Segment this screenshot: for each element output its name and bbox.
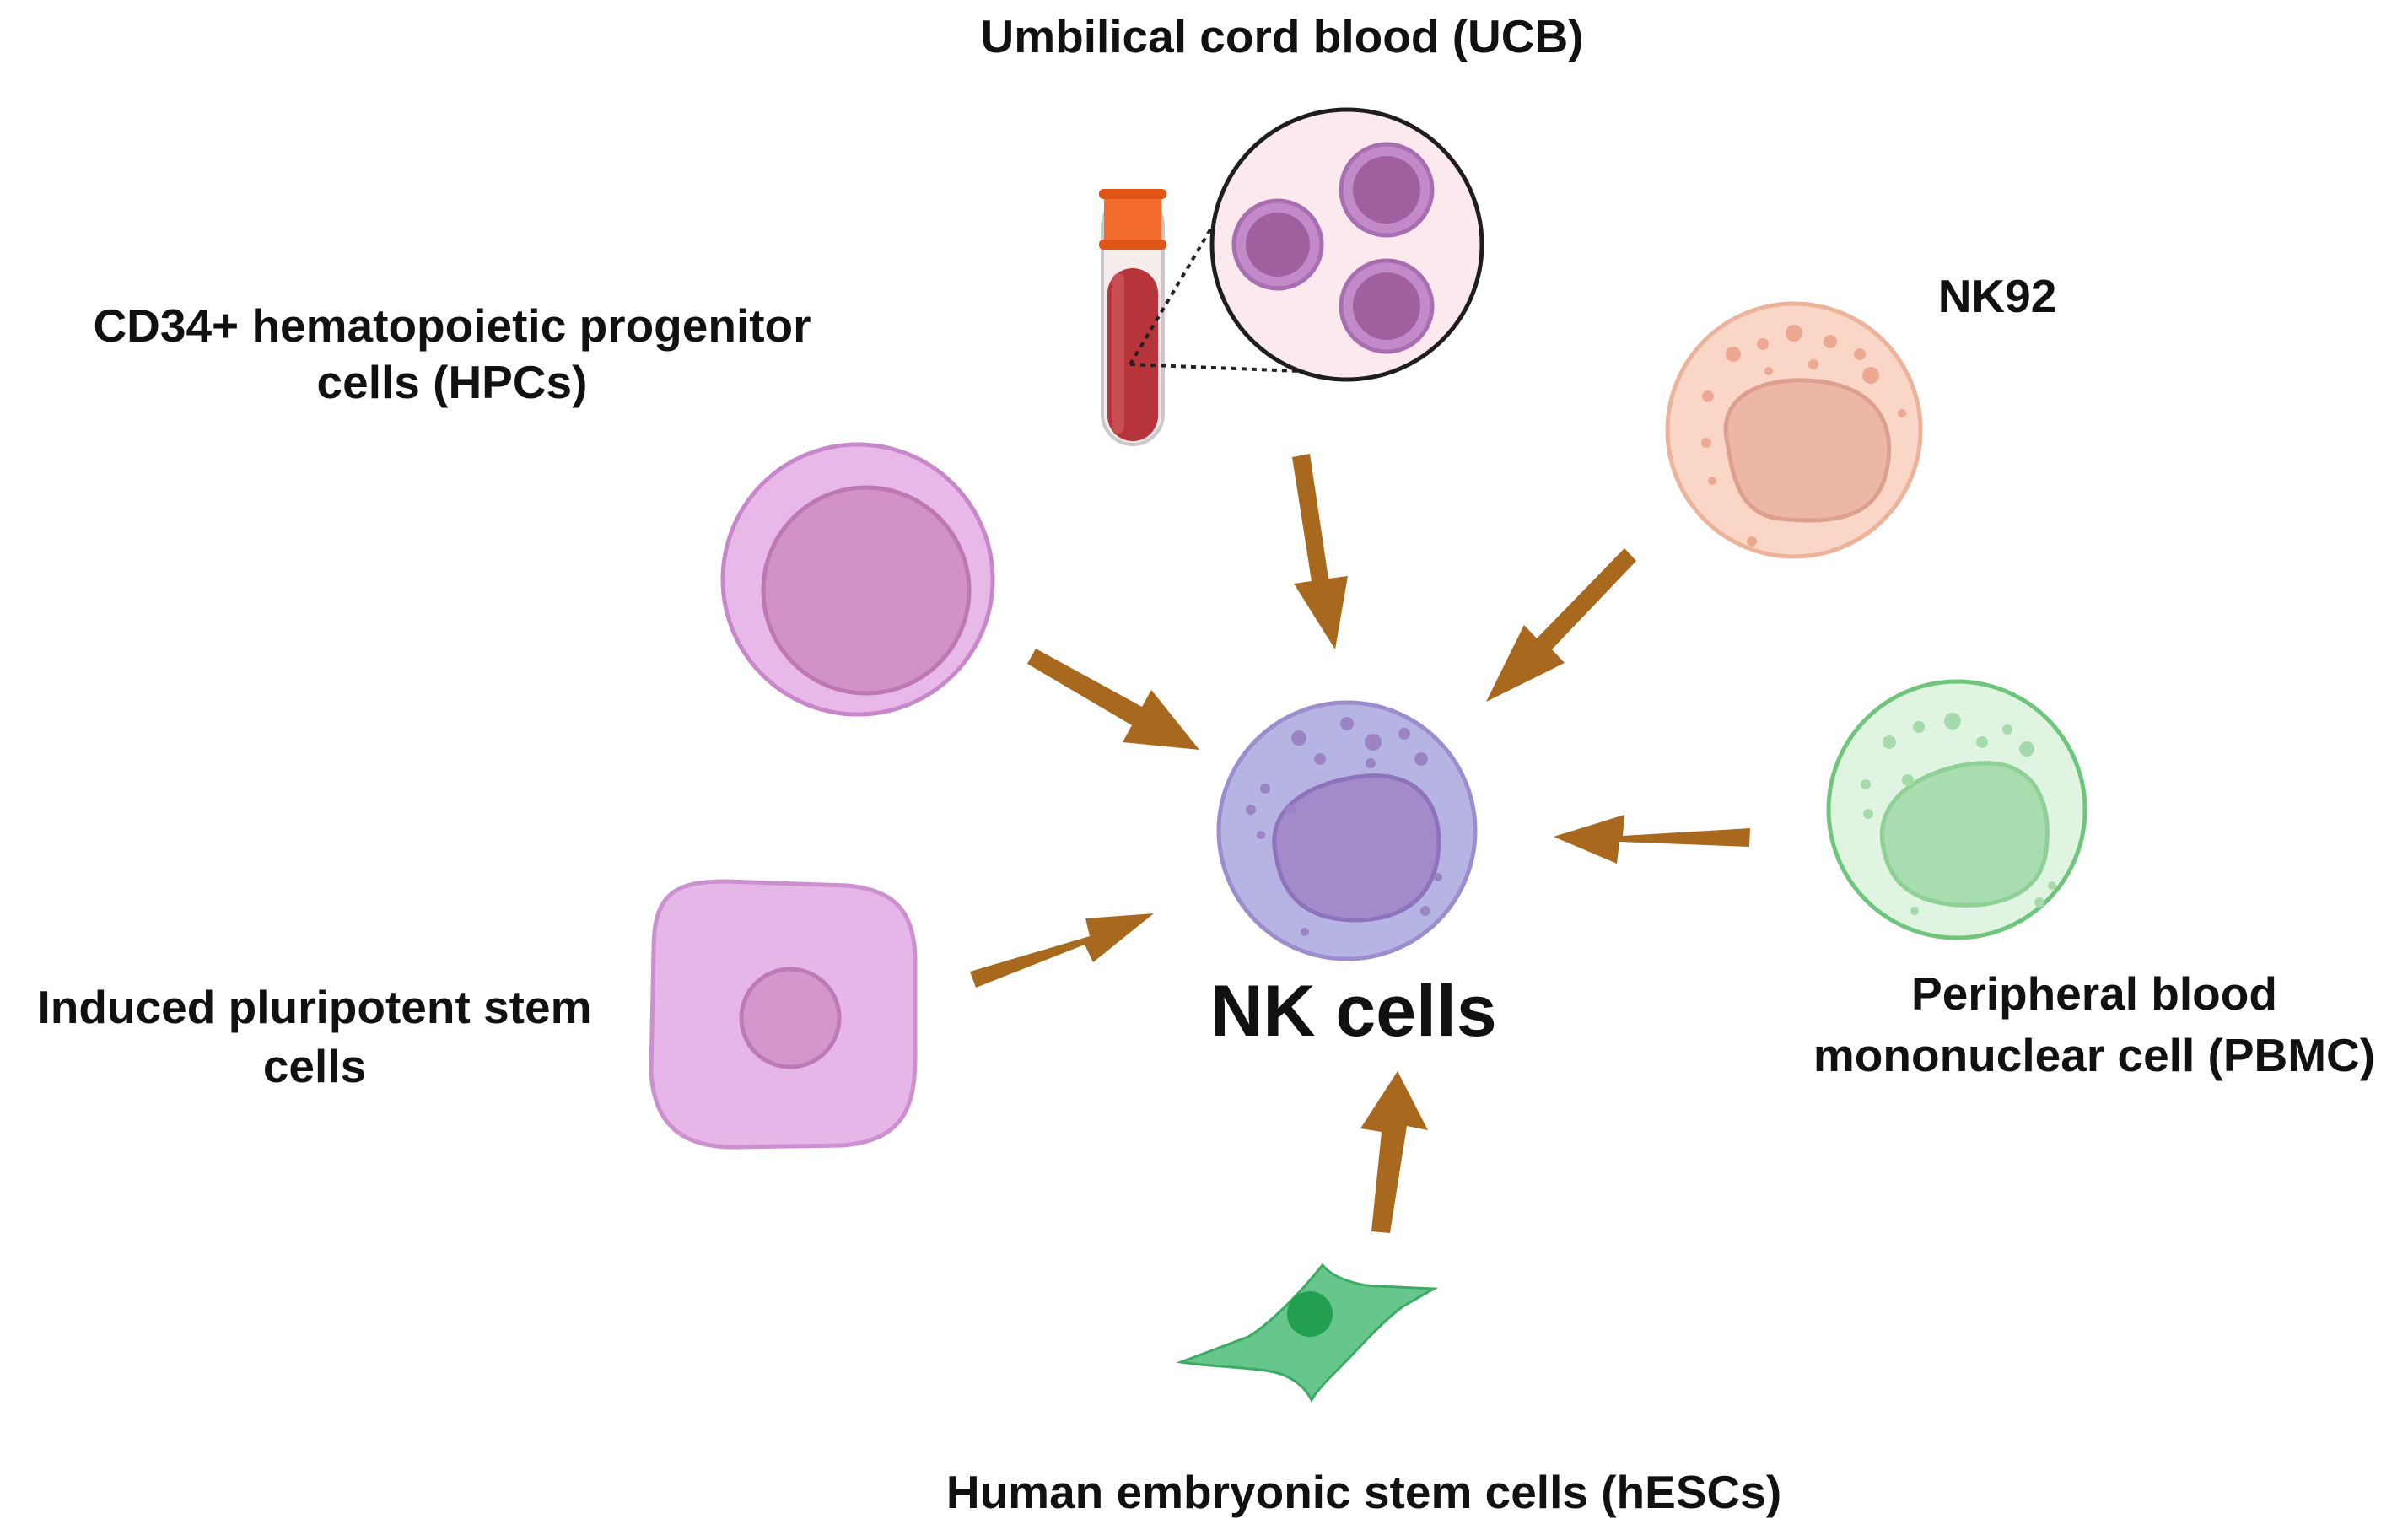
ipsc-cell (649, 879, 918, 1150)
ucb-label: Umbilical cord blood (UCB) (981, 10, 1584, 62)
pbmc-label-line1: Peripheral blood (1911, 967, 2277, 1020)
hesc-label: Human embryonic stem cells (hESCs) (946, 1466, 1781, 1518)
hpc-label-line2: cells (HPCs) (317, 356, 588, 408)
arrow-hesc (1360, 1071, 1428, 1233)
nk-cell (1216, 700, 1478, 961)
blood-tube-icon (1099, 189, 1166, 446)
arrow-ucb (1292, 454, 1348, 649)
ipsc-label-line1: Induced pluripotent stem (38, 981, 592, 1033)
arrow-pbmc (1554, 815, 1750, 864)
ipsc-label-line2: cells (263, 1040, 366, 1092)
arrow-hpc (1027, 649, 1199, 750)
hpc-label-line1: CD34+ hematopoietic progenitor (93, 299, 811, 352)
nk92-cell (1665, 301, 1923, 559)
pbmc-cell (1826, 679, 2087, 940)
hpc-cell (720, 442, 995, 717)
nk92-label: NK92 (1938, 270, 2057, 322)
arrow-ipsc (970, 913, 1154, 988)
pbmc-label-line2: mononuclear cell (PBMC) (1813, 1029, 2375, 1081)
nk-cells-label: NK cells (1210, 971, 1496, 1052)
arrow-nk92 (1486, 548, 1636, 702)
hesc-cell (1176, 1263, 1439, 1403)
ucb-magnified-cells (1209, 107, 1484, 382)
arrows (970, 454, 1750, 1233)
